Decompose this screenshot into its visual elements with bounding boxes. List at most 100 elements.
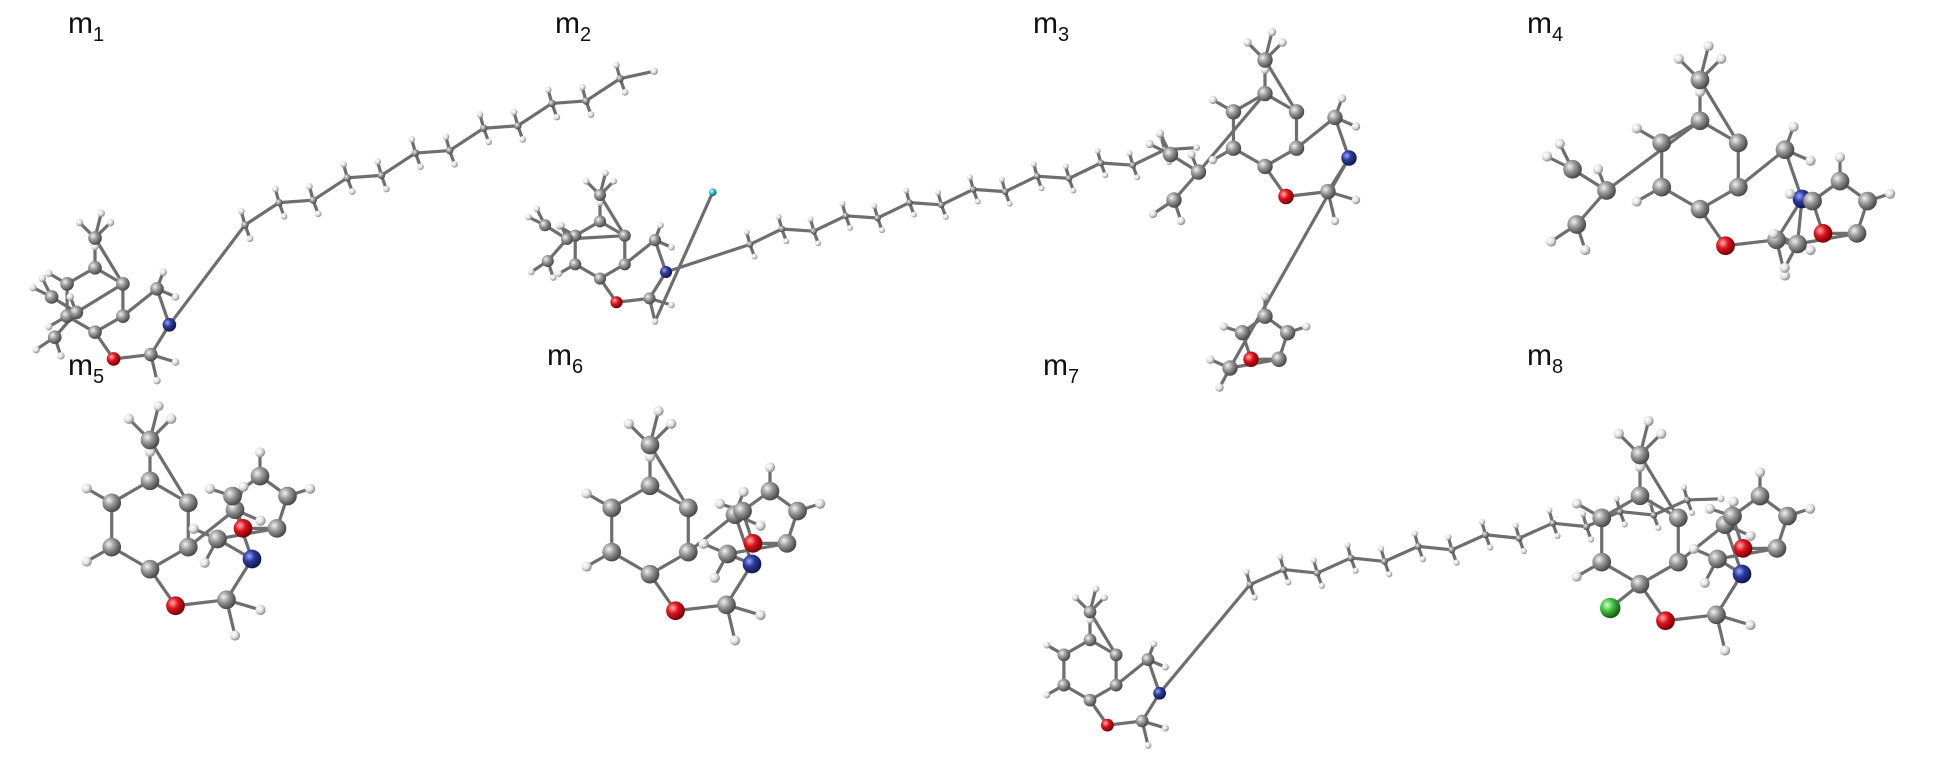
bond	[379, 151, 418, 177]
atom-c	[140, 471, 160, 491]
atom-h	[1704, 503, 1715, 514]
atom-c	[593, 272, 607, 285]
atom-h	[1613, 495, 1620, 502]
molecule-m3	[1145, 27, 1361, 392]
atom-h	[558, 221, 565, 229]
molecule-m6	[581, 405, 826, 646]
atom-c	[640, 435, 660, 455]
atom-o	[1813, 224, 1833, 243]
atom-h	[709, 572, 720, 583]
atom-c	[1225, 140, 1242, 156]
bond	[1282, 567, 1319, 575]
atom-c	[1135, 714, 1149, 728]
atom-c	[1225, 104, 1242, 120]
atom-h	[613, 61, 620, 69]
atom-c	[648, 234, 662, 247]
atom-c	[88, 325, 102, 340]
atom-h	[306, 183, 313, 190]
atom-o	[610, 296, 623, 309]
atom-c	[1707, 605, 1726, 625]
atom-h	[1260, 65, 1270, 75]
atom-c	[1830, 171, 1850, 191]
atom-h	[644, 451, 656, 462]
bond	[875, 201, 912, 220]
atom-h	[1717, 495, 1725, 503]
bond	[1638, 453, 1680, 520]
atom-h	[1277, 553, 1284, 560]
atom-c	[1327, 109, 1343, 126]
atom-h	[1728, 496, 1739, 507]
atom-h	[555, 270, 563, 277]
label-m6: m6	[547, 339, 583, 378]
atom-c	[88, 260, 102, 275]
atom-o	[1243, 351, 1259, 367]
atom-c	[1257, 158, 1273, 175]
atom-c	[309, 196, 317, 204]
atom-h	[237, 207, 245, 215]
atom-c	[1129, 161, 1137, 169]
atom-c	[1847, 224, 1867, 243]
atom-h	[340, 160, 347, 168]
atom-h	[698, 538, 709, 549]
atom-h	[1318, 582, 1326, 589]
atom-h	[153, 400, 164, 412]
atom-h	[1554, 138, 1565, 149]
molecule-m1	[29, 61, 658, 385]
atom-h	[417, 163, 424, 171]
atom-h	[1337, 94, 1347, 103]
atom-h	[229, 630, 241, 641]
atom-h	[1445, 533, 1452, 541]
label-m7: m7	[1043, 349, 1079, 388]
atom-h	[879, 227, 885, 234]
atom-c	[1381, 557, 1389, 565]
bond	[413, 148, 452, 155]
atom-h	[1150, 640, 1158, 648]
bond	[311, 176, 349, 202]
atom-h	[408, 136, 416, 143]
atom-h	[1571, 498, 1582, 509]
atom-c	[1234, 324, 1251, 341]
atom-h	[1176, 216, 1186, 226]
atom-h	[623, 418, 634, 429]
atoms-m5	[81, 400, 316, 641]
atom-c	[1650, 511, 1658, 519]
atom-h	[1834, 152, 1846, 163]
atom-h	[38, 274, 47, 283]
atom-o	[1101, 718, 1114, 732]
atom-h	[764, 462, 776, 473]
atom-h	[1554, 532, 1561, 540]
atom-c	[411, 149, 420, 157]
bond	[448, 126, 486, 153]
atom-c	[278, 486, 297, 506]
atom-cl	[1600, 597, 1621, 619]
atom-c	[1288, 104, 1305, 120]
atom-h	[581, 561, 592, 572]
atom-c	[102, 493, 122, 513]
atom-c	[1222, 360, 1238, 376]
label-m8: m8	[1527, 339, 1563, 378]
atom-c	[1097, 159, 1105, 167]
label-m4: m4	[1527, 7, 1563, 46]
atom-c	[618, 258, 631, 271]
atom-h	[476, 111, 484, 118]
atom-c	[1001, 188, 1009, 195]
atom-o	[1716, 236, 1735, 256]
atom-h	[1101, 594, 1108, 601]
bond	[121, 287, 159, 318]
atom-o	[166, 596, 185, 616]
atom-h	[348, 188, 356, 195]
atom-h	[45, 322, 53, 331]
atom-h	[1779, 270, 1791, 281]
atom-c	[1448, 546, 1456, 554]
atom-h	[755, 520, 766, 531]
bond	[148, 438, 190, 505]
atom-c	[60, 277, 74, 291]
atom-h	[1716, 53, 1727, 64]
atom-h	[1260, 292, 1270, 301]
atom-c	[1162, 146, 1179, 163]
atom-h	[587, 111, 595, 118]
atom-c	[1109, 678, 1123, 692]
atom-h	[1030, 161, 1037, 168]
atom-h	[871, 202, 878, 209]
bond	[1263, 58, 1299, 114]
